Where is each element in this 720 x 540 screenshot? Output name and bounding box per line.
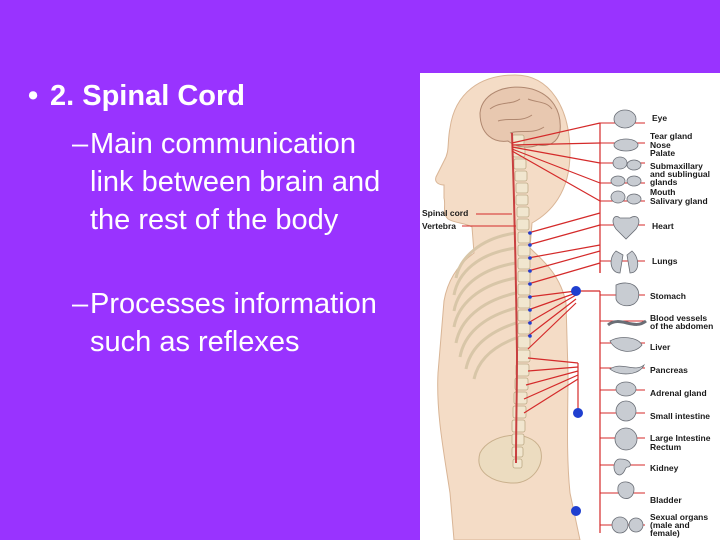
label-pancreas: Pancreas: [650, 365, 688, 375]
main-bullet: • 2. Spinal Cord: [28, 80, 245, 113]
small-intestine-icon: [615, 400, 637, 422]
label-mouth: Mouth: [650, 187, 676, 197]
label-palate: Palate: [650, 148, 675, 158]
lungs-icon: [610, 250, 639, 274]
label-small-intestine: Small intestine: [650, 411, 710, 421]
tear-gland-icon: [613, 138, 639, 152]
anatomy-illustration: Spinal cord Vertebra: [422, 74, 713, 540]
main-bullet-text: 2. Spinal Cord: [50, 80, 245, 112]
label-stomach: Stomach: [650, 291, 686, 301]
label-adrenal-gland: Adrenal gland: [650, 388, 707, 398]
label-kidney: Kidney: [650, 463, 679, 473]
label-salivary-gland: Salivary gland: [650, 196, 708, 206]
dash-marker: –: [72, 288, 89, 320]
label-bladder: Bladder: [650, 495, 682, 505]
large-intestine-icon: [614, 427, 638, 451]
pelvis: [478, 434, 542, 484]
mouth-icon: [610, 190, 626, 204]
label-liver: Liver: [650, 342, 671, 352]
spinal-cord: [511, 132, 519, 464]
organ-icons: [607, 109, 647, 534]
label-spinal-cord: Spinal cord: [422, 208, 468, 218]
label-vertebra: Vertebra: [422, 221, 456, 231]
blood-vessels-icon: [607, 319, 647, 327]
label-large-intestine: Large Intestine: [650, 433, 711, 443]
nervous-system-figure: Spinal cord Vertebra: [420, 73, 720, 540]
adrenal-gland-icon: [615, 381, 637, 397]
bladder-icon: [617, 481, 635, 499]
eye-icon: [613, 109, 637, 129]
stomach-icon: [615, 282, 640, 307]
sub-bullet-2: – Processes information such as reflexes: [72, 285, 400, 361]
bullet-dot: •: [28, 80, 39, 112]
submaxillary-gland-icon: [610, 175, 626, 187]
kidney-icon: [613, 458, 631, 476]
label-nose: Nose: [650, 140, 671, 150]
sexual-organs-icon: [611, 516, 629, 534]
label-eye: Eye: [652, 113, 667, 123]
liver-icon: [609, 337, 643, 352]
ganglion-nodes: [528, 231, 583, 516]
nose-icon: [612, 156, 628, 170]
sub-bullet-text: Processes information such as reflexes: [90, 288, 377, 358]
rib-cage: [452, 231, 517, 380]
sub-bullet-text: Main communication link between brain an…: [90, 128, 381, 236]
body-silhouette: [435, 74, 581, 540]
sub-bullet-1: – Main communication link between brain …: [72, 125, 400, 239]
pancreas-icon: [609, 363, 645, 375]
heart-icon: [612, 216, 640, 240]
label-lungs: Lungs: [652, 256, 678, 266]
dash-marker: –: [72, 128, 89, 160]
label-rectum: Rectum: [650, 442, 682, 452]
label-tear-gland: Tear gland: [650, 131, 692, 141]
label-heart: Heart: [652, 221, 674, 231]
